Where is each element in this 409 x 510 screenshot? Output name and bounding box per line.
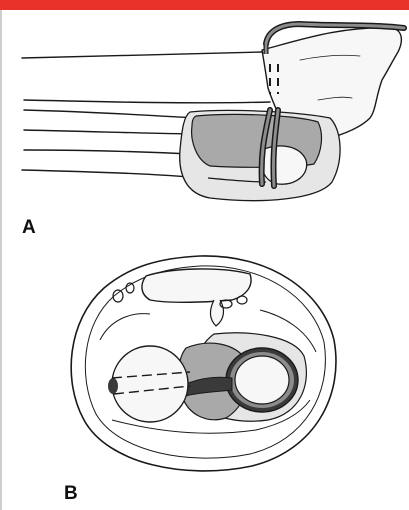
left-band-end — [108, 378, 118, 394]
right-bone-inner — [235, 356, 289, 404]
upper-bone — [142, 269, 251, 302]
left-bone — [112, 346, 188, 422]
panel-label-a: A — [22, 217, 36, 239]
cross-section-illustration — [71, 256, 336, 471]
panel-label-b: B — [64, 483, 78, 505]
